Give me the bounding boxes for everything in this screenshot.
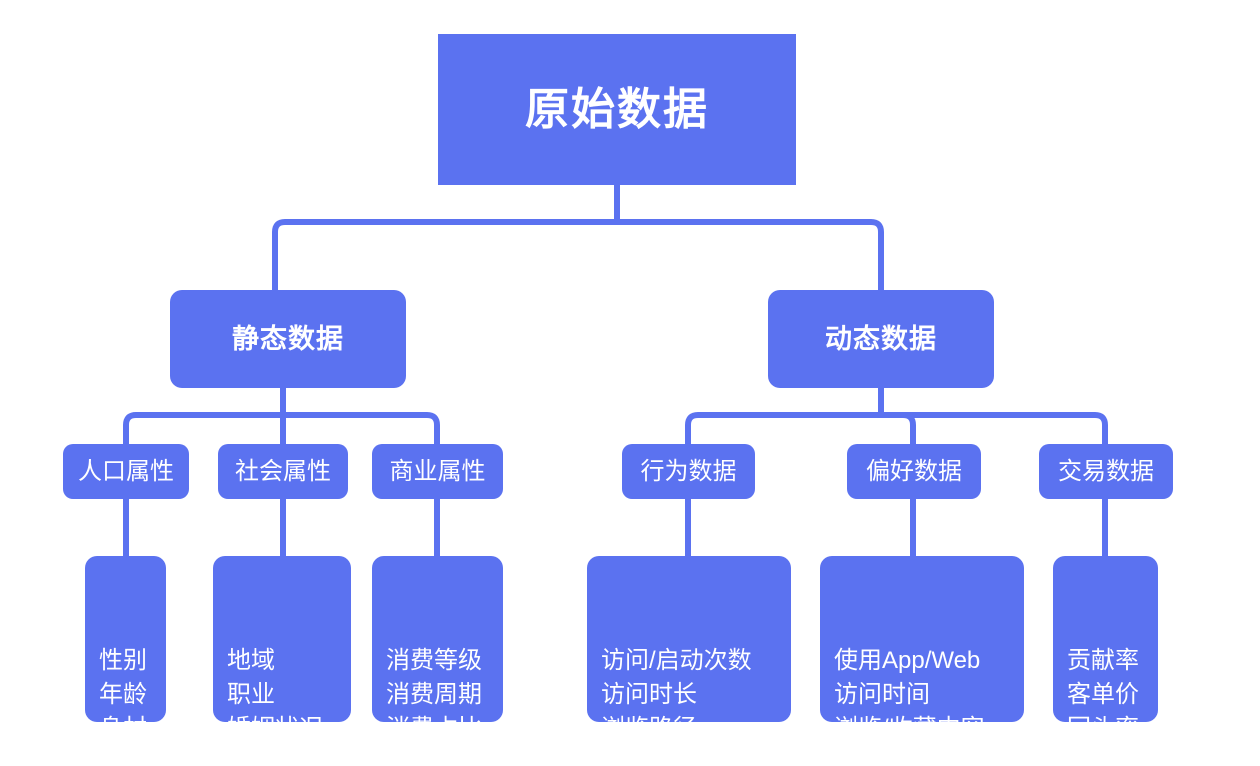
connector-root-to-dynamic bbox=[617, 219, 884, 290]
node-commercial-attributes[interactable]: 商业属性 bbox=[372, 444, 503, 499]
connector-root-to-static bbox=[272, 219, 617, 290]
node-social-attributes[interactable]: 社会属性 bbox=[218, 444, 348, 499]
node-transaction-data[interactable]: 交易数据 bbox=[1039, 444, 1173, 499]
node-dynamic-data[interactable]: 动态数据 bbox=[768, 290, 994, 388]
leaf-preference-data[interactable]: 使用App/Web 访问时间 浏览/收藏内容 …… bbox=[820, 556, 1024, 742]
node-behavior-data[interactable]: 行为数据 bbox=[622, 444, 755, 499]
leaf-behavior-data-lines: 访问/启动次数 访问时长 浏览路径 bbox=[601, 647, 752, 743]
node-preference-data-label: 偏好数据 bbox=[866, 457, 962, 485]
connector-dynamic-to-behavior bbox=[685, 412, 881, 444]
node-root-label: 原始数据 bbox=[525, 84, 709, 134]
leaf-demographic-attributes-lines: 性别 年龄 身材 bbox=[99, 647, 147, 743]
leaf-commercial-attributes[interactable]: 消费等级 消费周期 消费占比 …… bbox=[372, 556, 503, 742]
leaf-behavior-data[interactable]: 访问/启动次数 访问时长 浏览路径 …… bbox=[587, 556, 791, 742]
connector-static-to-commercial bbox=[283, 412, 440, 444]
connector-static-to-demographic bbox=[123, 412, 283, 444]
node-demographic-attributes[interactable]: 人口属性 bbox=[63, 444, 189, 499]
node-static-data-label: 静态数据 bbox=[232, 323, 344, 354]
node-transaction-data-label: 交易数据 bbox=[1058, 457, 1154, 485]
node-social-attributes-label: 社会属性 bbox=[235, 457, 331, 485]
leaf-transaction-data[interactable]: 贡献率 客单价 回头率 …… bbox=[1053, 556, 1158, 742]
leaf-demographic-attributes[interactable]: 性别 年龄 身材 …… bbox=[85, 556, 166, 742]
node-commercial-attributes-label: 商业属性 bbox=[389, 457, 486, 485]
node-behavior-data-label: 行为数据 bbox=[640, 457, 737, 485]
leaf-social-attributes[interactable]: 地域 职业 婚姻状况 …… bbox=[213, 556, 351, 742]
connector-dynamic-to-transaction bbox=[881, 412, 1108, 444]
node-root-raw-data[interactable]: 原始数据 bbox=[438, 34, 796, 185]
leaf-transaction-data-lines: 贡献率 客单价 回头率 bbox=[1067, 647, 1139, 743]
connector-dynamic-to-preference bbox=[881, 412, 916, 444]
leaf-preference-data-lines: 使用App/Web 访问时间 浏览/收藏内容 bbox=[834, 647, 985, 743]
node-demographic-attributes-label: 人口属性 bbox=[78, 457, 174, 485]
node-dynamic-data-label: 动态数据 bbox=[825, 323, 937, 354]
node-preference-data[interactable]: 偏好数据 bbox=[847, 444, 981, 499]
leaf-commercial-attributes-lines: 消费等级 消费周期 消费占比 bbox=[386, 647, 482, 743]
node-static-data[interactable]: 静态数据 bbox=[170, 290, 406, 388]
leaf-social-attributes-lines: 地域 职业 婚姻状况 bbox=[227, 647, 323, 743]
